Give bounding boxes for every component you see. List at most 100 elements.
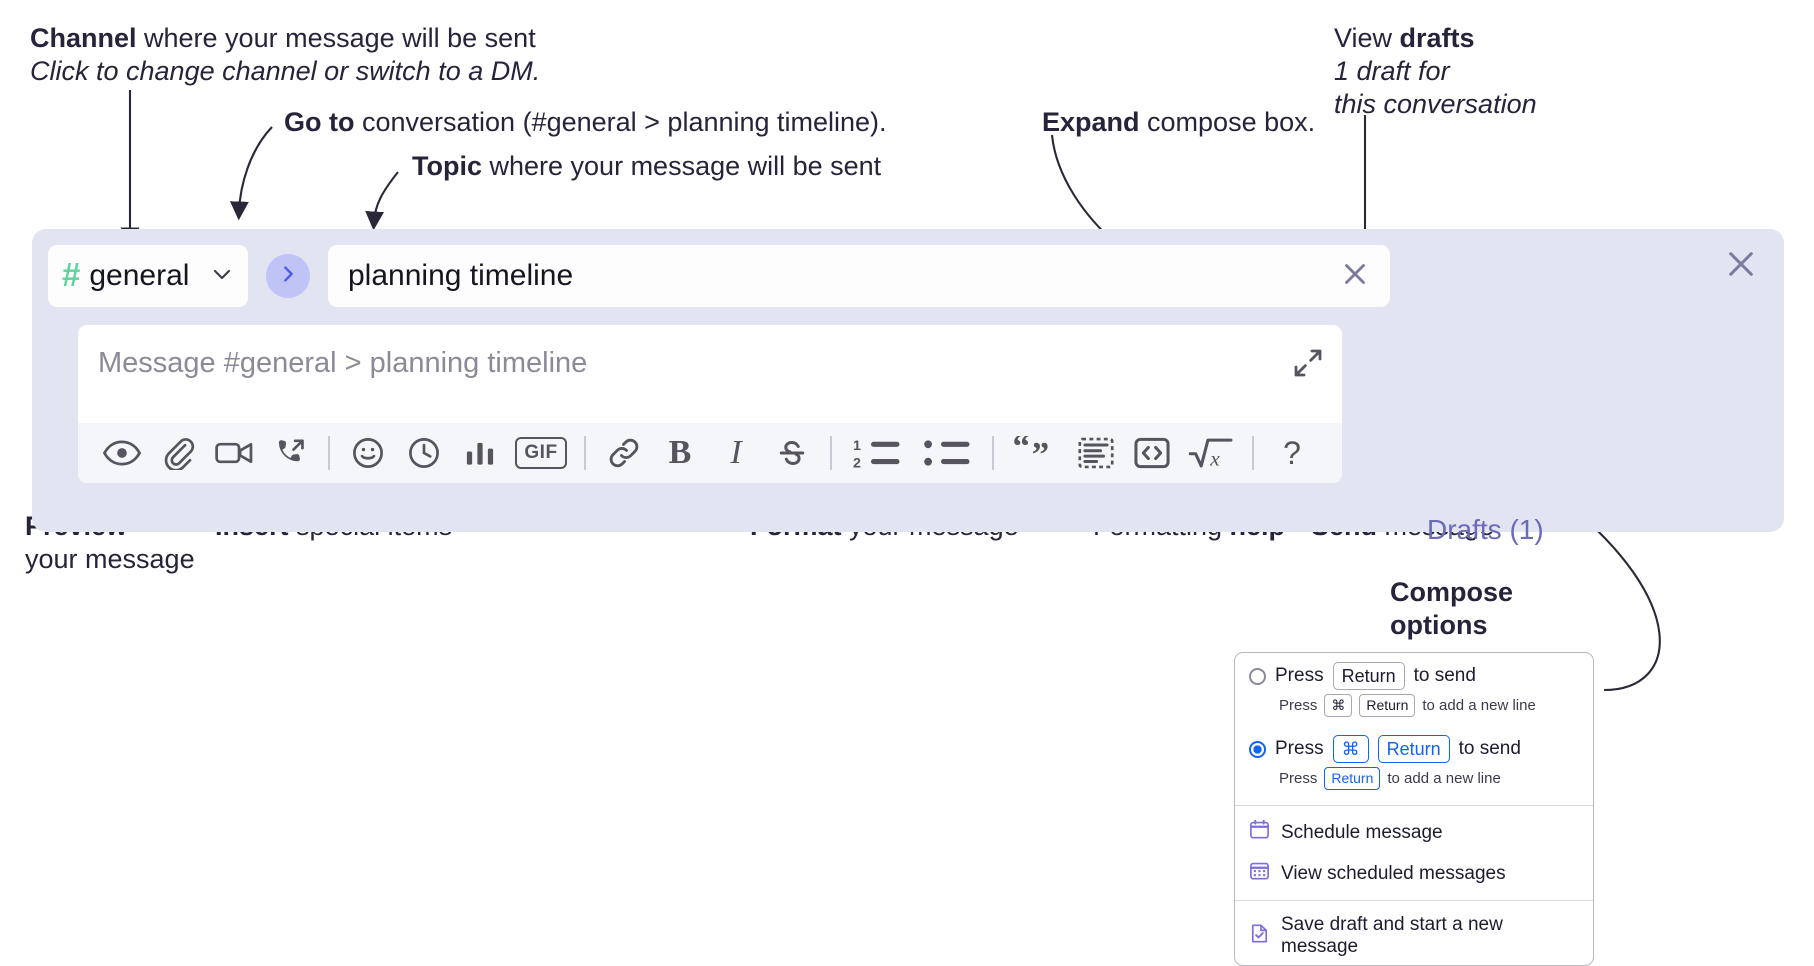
drafts-link[interactable]: Drafts (1) bbox=[1427, 514, 1544, 545]
radio-label-post: to send bbox=[1458, 738, 1521, 760]
menu-item-schedule-message[interactable]: Schedule message bbox=[1235, 812, 1593, 853]
annotation-goto: Go to conversation (#general > planning … bbox=[284, 106, 887, 139]
menu-item-label: View scheduled messages bbox=[1281, 862, 1506, 884]
radio-hint-newline: Press Return to add a new line bbox=[1235, 765, 1593, 799]
toolbar-divider bbox=[584, 436, 586, 470]
annotation-channel-bold: Channel bbox=[30, 23, 137, 53]
ordered-list-icon[interactable]: 1 2 bbox=[842, 430, 912, 476]
channel-selector-button[interactable]: # general bbox=[48, 245, 248, 307]
menu-divider bbox=[1235, 805, 1593, 807]
huddle-icon[interactable] bbox=[262, 430, 318, 476]
annotation-preview-line2: your message bbox=[25, 543, 195, 574]
keycap-command: ⌘ bbox=[1332, 735, 1369, 764]
svg-text:2: 2 bbox=[853, 455, 861, 470]
annotation-drafts: View drafts 1 draft for this conversatio… bbox=[1334, 22, 1537, 121]
annotation-drafts-bold: drafts bbox=[1399, 23, 1475, 53]
annotation-topic-rest: where your message will be sent bbox=[482, 151, 882, 181]
menu-item-view-scheduled-messages[interactable]: View scheduled messages bbox=[1235, 853, 1593, 894]
menu-item-label: Schedule message bbox=[1281, 821, 1443, 843]
strikethrough-icon[interactable] bbox=[764, 430, 820, 476]
bold-icon[interactable]: B bbox=[652, 430, 708, 476]
annotation-expand-rest: compose box. bbox=[1139, 107, 1316, 137]
topic-input[interactable]: planning timeline bbox=[328, 245, 1390, 307]
emoji-icon[interactable] bbox=[340, 430, 396, 476]
toolbar-divider bbox=[830, 436, 832, 470]
radio-label-pre: Press bbox=[1275, 738, 1324, 760]
annotation-channel-sub: Click to change channel or switch to a D… bbox=[30, 55, 541, 86]
hash-icon: # bbox=[62, 255, 81, 293]
gif-icon[interactable]: GIF bbox=[508, 430, 574, 476]
annotation-drafts-pre: View bbox=[1334, 23, 1400, 53]
calendar-icon bbox=[1249, 819, 1270, 846]
calendar-grid-icon bbox=[1249, 860, 1270, 887]
message-input-area[interactable]: Message #general > planning timeline bbox=[78, 325, 1342, 483]
keycap-command: ⌘ bbox=[1324, 694, 1353, 718]
hint-pre: Press bbox=[1279, 697, 1318, 715]
annotation-drafts-sub1: 1 draft for bbox=[1334, 55, 1450, 86]
video-clip-icon[interactable] bbox=[206, 430, 262, 476]
blockquote-icon[interactable]: “ ” bbox=[1004, 430, 1068, 476]
menu-divider bbox=[1235, 900, 1593, 902]
formatting-help-icon[interactable]: ? bbox=[1264, 430, 1320, 476]
annotation-compose-options-bold2: options bbox=[1390, 609, 1488, 640]
annotation-drafts-sub2: this conversation bbox=[1334, 88, 1537, 119]
close-icon[interactable] bbox=[1338, 257, 1372, 296]
radio-label-pre: Press bbox=[1275, 665, 1324, 687]
attachment-icon[interactable] bbox=[150, 430, 206, 476]
radio-button-selected[interactable] bbox=[1249, 740, 1266, 758]
formatting-toolbar: GIF B I 1 2 bbox=[78, 423, 1342, 483]
toolbar-divider bbox=[992, 436, 994, 470]
bold-icon-label: B bbox=[668, 434, 692, 471]
radio-button[interactable] bbox=[1249, 667, 1266, 685]
annotation-goto-rest: conversation (#general > planning timeli… bbox=[354, 107, 887, 137]
hint-post: to add a new line bbox=[1422, 697, 1536, 715]
preview-icon[interactable] bbox=[94, 430, 150, 476]
annotation-expand-bold: Expand bbox=[1042, 107, 1140, 137]
annotation-topic-bold: Topic bbox=[412, 151, 482, 181]
keycap-return: Return bbox=[1359, 694, 1416, 718]
toolbar-divider bbox=[1252, 436, 1254, 470]
annotation-topic: Topic where your message will be sent bbox=[412, 150, 881, 183]
svg-text:1: 1 bbox=[853, 438, 861, 454]
expand-diagonal-icon[interactable] bbox=[1292, 347, 1324, 384]
hint-pre: Press bbox=[1279, 770, 1318, 788]
link-icon[interactable] bbox=[596, 430, 652, 476]
menu-item-save-draft[interactable]: Save draft and start a new message bbox=[1235, 907, 1593, 965]
goto-conversation-button[interactable] bbox=[266, 254, 310, 298]
channel-name-label: general bbox=[89, 259, 190, 292]
svg-text:”: ” bbox=[1032, 436, 1050, 470]
italic-icon[interactable]: I bbox=[708, 430, 764, 476]
gif-icon-label: GIF bbox=[515, 437, 567, 469]
topic-input-value: planning timeline bbox=[348, 259, 574, 292]
annotation-compose-options-bold1: Compose bbox=[1390, 577, 1514, 607]
math-icon[interactable]: x bbox=[1180, 430, 1242, 476]
compose-widget: # general planning timeline Message #gen… bbox=[32, 229, 1784, 739]
svg-text:“: “ bbox=[1014, 436, 1030, 465]
poll-icon[interactable] bbox=[452, 430, 508, 476]
radio-label-post: to send bbox=[1413, 665, 1476, 687]
code-block-icon[interactable] bbox=[1068, 430, 1124, 476]
reminder-icon[interactable] bbox=[396, 430, 452, 476]
document-check-icon bbox=[1249, 923, 1270, 950]
annotation-channel-rest: where your message will be sent bbox=[136, 23, 536, 53]
svg-text:x: x bbox=[1209, 446, 1220, 470]
keycap-return: Return bbox=[1324, 767, 1381, 791]
annotation-goto-bold: Go to bbox=[284, 107, 355, 137]
bulleted-list-icon[interactable] bbox=[912, 430, 982, 476]
italic-icon-label: I bbox=[730, 434, 742, 471]
radio-option-return-to-send[interactable]: Press Return to send bbox=[1235, 653, 1593, 692]
code-snippet-icon[interactable] bbox=[1124, 430, 1180, 476]
keycap-return: Return bbox=[1332, 662, 1405, 691]
compose-header-row: # general planning timeline bbox=[48, 245, 1390, 307]
chevron-down-icon bbox=[210, 262, 234, 291]
hint-post: to add a new line bbox=[1387, 770, 1501, 788]
menu-item-label: Save draft and start a new message bbox=[1281, 914, 1503, 958]
close-icon[interactable] bbox=[1722, 245, 1760, 288]
radio-hint-newline: Press ⌘ Return to add a new line bbox=[1235, 692, 1593, 726]
chevron-right-icon bbox=[277, 263, 299, 290]
keycap-return: Return bbox=[1377, 735, 1450, 764]
radio-option-cmd-return-to-send[interactable]: Press ⌘ Return to send bbox=[1235, 726, 1593, 765]
formatting-help-icon-label: ? bbox=[1283, 434, 1301, 471]
annotation-expand: Expand compose box. bbox=[1042, 106, 1315, 139]
message-input-placeholder: Message #general > planning timeline bbox=[98, 347, 588, 379]
